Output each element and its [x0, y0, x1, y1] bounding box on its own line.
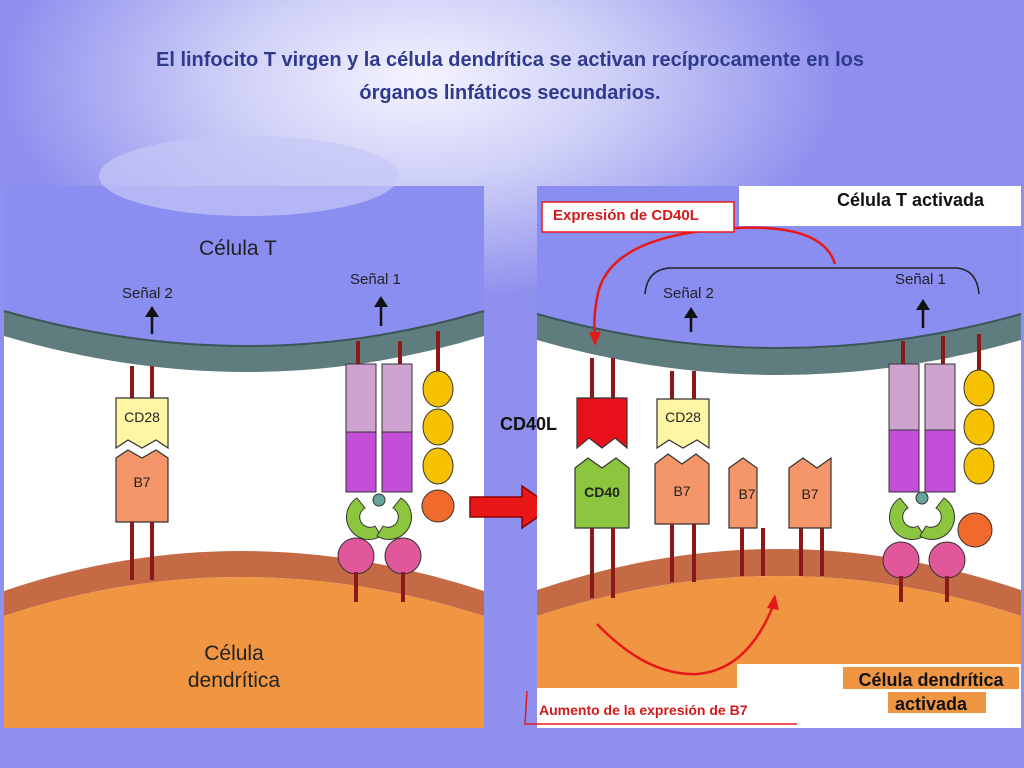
signal1-arrow	[916, 299, 930, 328]
b7-free-2-shape	[788, 456, 832, 529]
signal2-label: Señal 2	[122, 285, 173, 302]
b7-increase-label: Aumento de la expresión de B7	[539, 702, 748, 718]
cd28-label: CD28	[124, 409, 160, 425]
b7-ligand-free-1	[728, 457, 765, 576]
cd40l-label: CD40L	[500, 414, 558, 434]
cd40l-expression-box	[541, 201, 735, 233]
naive-interaction-panel: Célula T Señal 2 Señal 1 CD28 B7 Célula …	[3, 136, 485, 728]
activated-t-cell-membrane	[537, 314, 1021, 375]
signal1-label: Señal 1	[350, 271, 401, 288]
title-line-2: órganos linfáticos secundarios.	[359, 82, 661, 104]
dendritic-label-line-1: Célula	[204, 642, 264, 665]
signals-brace	[644, 267, 980, 295]
cd40l-expression-label: Expresión de CD40L	[553, 207, 699, 224]
title-line-1: El linfocito T virgen y la célula dendrí…	[155, 49, 865, 71]
b7-label-paired: B7	[673, 483, 691, 499]
slide-title: El linfocito T virgen y la célula dendrí…	[30, 44, 990, 110]
cd28-receptor	[115, 366, 169, 450]
t-cell-body	[4, 186, 484, 346]
tcr-mhc-complex	[882, 334, 995, 602]
activated-dendritic-line-1: Célula dendrítica	[858, 670, 1004, 690]
activated-interaction-diagram	[524, 186, 1022, 728]
b7-label-free-1: B7	[738, 486, 756, 502]
cd40l-expression-arrow	[593, 226, 837, 337]
activated-t-cell-patch	[739, 186, 1021, 226]
cd28-receptor	[656, 371, 710, 450]
b7-ligand-paired	[654, 453, 710, 582]
activated-t-cell-label: Célula T activada	[837, 190, 985, 210]
signal2-arrow	[145, 306, 159, 334]
signal2-arrow	[684, 307, 698, 332]
cd40l-molecule	[576, 358, 628, 450]
t-cell-membrane	[4, 311, 484, 372]
dendritic-cell-label: Célula dendrítica	[184, 640, 284, 694]
signal1-label: Señal 1	[895, 271, 946, 288]
dendritic-label-line-2: dendrítica	[187, 669, 281, 692]
cd40-receptor	[574, 457, 630, 598]
b7-label-free-2-overlay: B7	[801, 486, 819, 502]
activated-dendritic-line-2: activada	[894, 694, 968, 714]
b7-ligand	[115, 449, 169, 580]
b7-label: B7	[133, 474, 151, 490]
t-cell-label: Célula T	[199, 237, 277, 260]
b7-increase-bracket	[524, 690, 797, 725]
b7-increase-arrow	[596, 605, 775, 676]
dendritic-cell-body	[4, 577, 484, 728]
cd40-label: CD40	[584, 484, 620, 500]
signal1-arrow	[374, 296, 388, 326]
naive-interaction-diagram	[3, 136, 485, 728]
signal2-label: Señal 2	[663, 285, 714, 302]
cd28-label: CD28	[665, 409, 701, 425]
activated-dendritic-label: Célula dendrítica activada	[843, 668, 1019, 716]
b7-ligand-free-2	[799, 528, 824, 576]
activated-interaction-panel: Célula T activada Expresión de CD40L Señ…	[500, 186, 1022, 728]
tcr-mhc-complex	[337, 331, 455, 602]
